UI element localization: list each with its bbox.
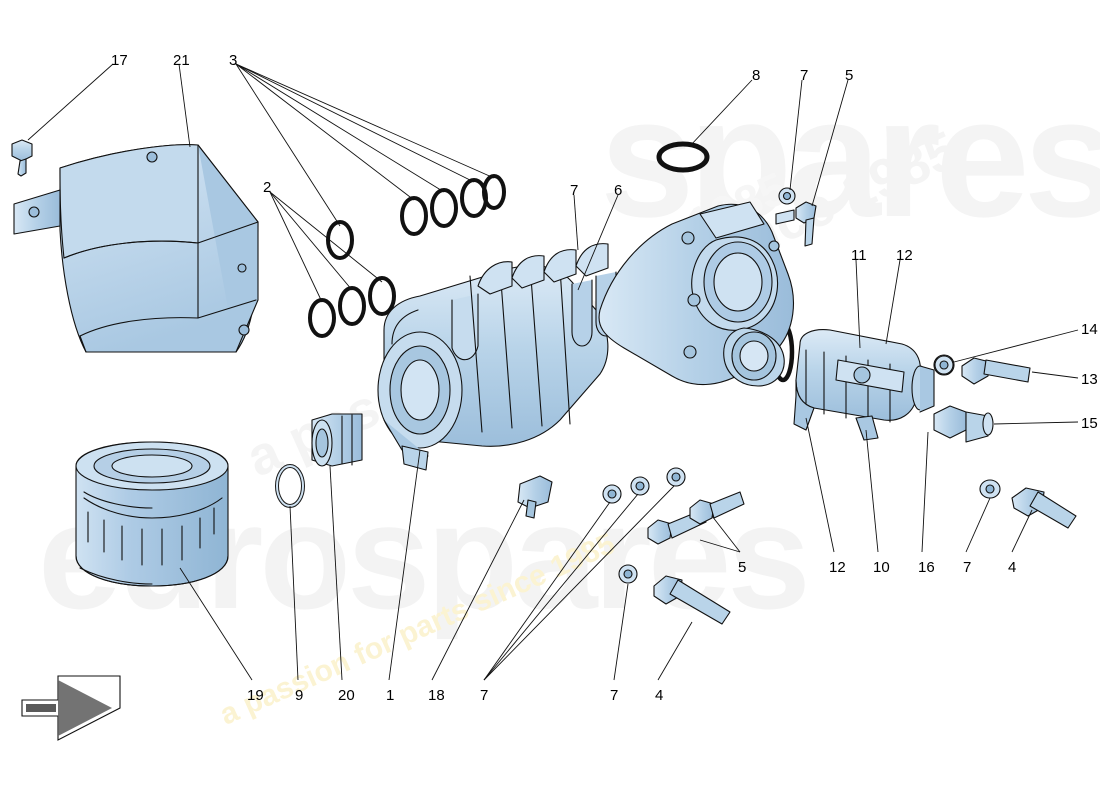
part-3-orings — [326, 174, 506, 260]
callout-7-runner[interactable]: 7 — [570, 182, 579, 199]
callout-16[interactable]: 16 — [918, 559, 935, 576]
callout-7-bottom[interactable]: 7 — [610, 687, 619, 704]
callout-15[interactable]: 15 — [1081, 415, 1098, 432]
part-17-bolt — [11, 139, 33, 177]
part-5-bolts — [647, 201, 817, 545]
part-7-housing — [598, 201, 794, 387]
callout-2[interactable]: 2 — [263, 179, 272, 196]
callout-12-upper[interactable]: 12 — [896, 247, 913, 264]
callout-10[interactable]: 10 — [873, 559, 890, 576]
callout-9[interactable]: 9 — [295, 687, 304, 704]
callout-7-top[interactable]: 7 — [800, 67, 809, 84]
part-2-orings — [308, 276, 396, 338]
callout-11[interactable]: 11 — [851, 247, 867, 264]
callout-19[interactable]: 19 — [247, 687, 264, 704]
part-4-bolts — [653, 487, 1077, 625]
callout-18[interactable]: 18 — [428, 687, 445, 704]
callout-13[interactable]: 13 — [1081, 371, 1098, 388]
part-14-washer — [933, 354, 955, 376]
part-detail-bracket — [775, 209, 795, 225]
callout-3[interactable]: 3 — [229, 52, 238, 69]
part-9-oring — [275, 464, 305, 508]
part-19-oil-filter — [75, 441, 229, 587]
callout-8[interactable]: 8 — [752, 67, 761, 84]
callout-4-bottom[interactable]: 4 — [655, 687, 664, 704]
callout-14[interactable]: 14 — [1081, 321, 1098, 338]
orientation-arrow — [21, 675, 121, 741]
part-10-11-pump — [793, 329, 935, 441]
callout-12-lower[interactable]: 12 — [829, 559, 846, 576]
leader-lines — [27, 63, 1079, 681]
callout-5-top[interactable]: 5 — [845, 67, 854, 84]
part-15-fitting — [933, 405, 994, 443]
callout-5-lower[interactable]: 5 — [738, 559, 747, 576]
callout-21[interactable]: 21 — [173, 52, 190, 69]
part-21-cover — [13, 144, 259, 353]
part-7-washers — [602, 187, 1001, 584]
callout-7-fan[interactable]: 7 — [480, 687, 489, 704]
part-18-clip — [517, 475, 553, 519]
callout-4-right[interactable]: 4 — [1008, 559, 1017, 576]
callout-7-right[interactable]: 7 — [963, 559, 972, 576]
part-13-bolt — [961, 357, 1031, 385]
part-1-intake-manifold — [377, 263, 609, 471]
part-8-oring — [656, 141, 710, 173]
callout-1[interactable]: 1 — [386, 687, 395, 704]
callout-17[interactable]: 17 — [111, 52, 128, 69]
callout-20[interactable]: 20 — [338, 687, 355, 704]
part-20-adapter — [311, 413, 363, 467]
callout-6[interactable]: 6 — [614, 182, 623, 199]
